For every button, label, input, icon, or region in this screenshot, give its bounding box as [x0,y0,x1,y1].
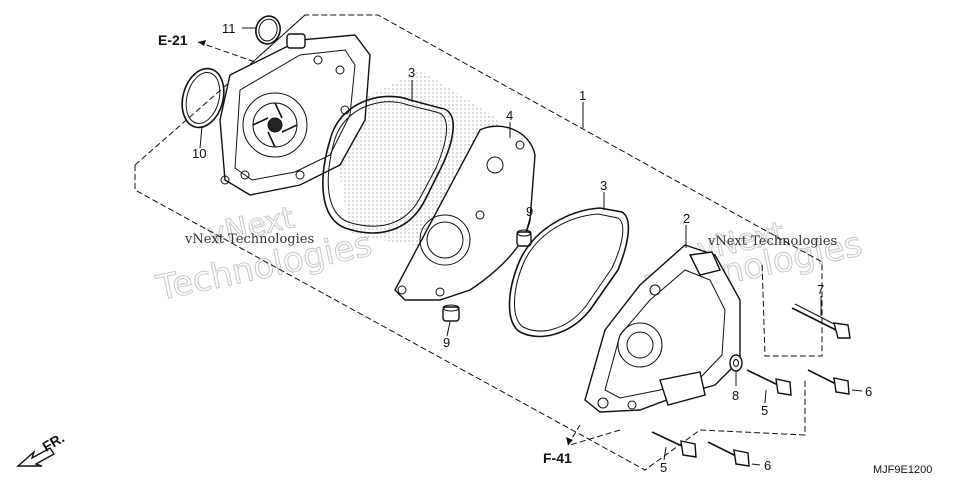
leader-lines [199,27,863,466]
part-label-7: 7 [817,282,824,297]
bolt-5-upper [746,369,792,396]
watermark-text-left: vNext Technologies [184,232,314,247]
reference-f41-label: F-41 [543,450,572,466]
watermark-text-right: vNext Technologies [707,234,837,249]
part-label-4: 4 [506,108,513,123]
part-label-6-lower: 6 [764,458,771,473]
dowel-pin-lower [442,304,460,322]
part-label-5-lower: 5 [660,460,667,475]
part-label-5-upper: 5 [761,403,768,418]
part-label-8: 8 [732,388,739,403]
plate [394,125,536,301]
reference-f41: F-41 [543,424,581,466]
pump-cover [584,244,741,413]
washer [729,354,743,372]
o-ring-large [181,67,225,129]
bolt-6-upper [807,369,850,395]
part-label-2: 2 [683,211,690,226]
front-arrow: FR. [16,429,67,467]
o-ring-small [255,15,281,45]
part-labels: 11 10 3 4 1 3 2 9 9 7 6 8 5 5 6 [192,21,872,475]
dowel-pin-upper [516,229,532,247]
gasket-middle [508,207,630,338]
part-label-10: 10 [192,146,206,161]
bolt-6-lower [707,441,750,467]
part-label-6-upper: 6 [865,384,872,399]
part-label-11: 11 [222,21,236,36]
pump-body [219,33,371,196]
reference-e21: E-21 [158,32,256,63]
bolt-5-lower [651,431,697,458]
part-label-9-upper: 9 [526,204,533,219]
part-label-1: 1 [579,88,586,103]
part-label-9-lower: 9 [443,335,450,350]
reference-e21-label: E-21 [158,32,188,48]
part-label-3-middle: 3 [600,178,607,193]
gasket-upper [322,95,454,234]
assembly-outline [134,14,823,471]
figure-code: MJF9E1200 [873,464,932,476]
part-label-3-upper: 3 [408,65,415,80]
bolt-7 [791,303,851,339]
